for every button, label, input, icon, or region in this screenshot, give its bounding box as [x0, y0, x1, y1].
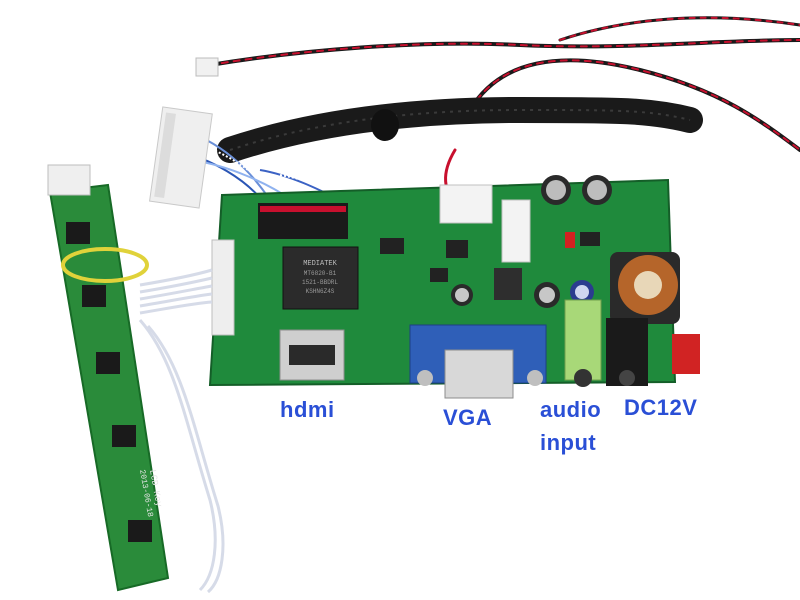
- twisted-power-wires: [208, 16, 800, 207]
- key-switch: [128, 520, 152, 542]
- dc12v-label: DC12V: [624, 395, 698, 420]
- controller-board: MEDIATEK MT6820-B1 1521-BBDRL KSHN6Z4S: [208, 175, 700, 399]
- svg-text:MT6820-B1: MT6820-B1: [304, 270, 337, 277]
- audio-label: audio: [540, 397, 602, 422]
- lvds-cable-bundle: [217, 96, 703, 163]
- key-switch: [112, 425, 136, 447]
- svg-text:MEDIATEK: MEDIATEK: [303, 260, 337, 268]
- key-switch: [82, 285, 106, 307]
- small-white-connector: [195, 57, 219, 77]
- svg-text:KSHN6Z4S: KSHN6Z4S: [306, 288, 335, 295]
- vga-label: VGA: [443, 405, 493, 430]
- hdmi-label: hdmi: [280, 397, 335, 422]
- input-label: input: [540, 430, 597, 455]
- mediatek-chip: [282, 246, 359, 310]
- keypad-board: LCD Key 2013-06-18: [47, 164, 170, 592]
- key-switch: [66, 222, 90, 244]
- svg-text:1521-BBDRL: 1521-BBDRL: [302, 279, 338, 286]
- keypad-ribbon-cable: [138, 268, 225, 594]
- key-switch: [96, 352, 120, 374]
- lvds-connector: [148, 106, 213, 209]
